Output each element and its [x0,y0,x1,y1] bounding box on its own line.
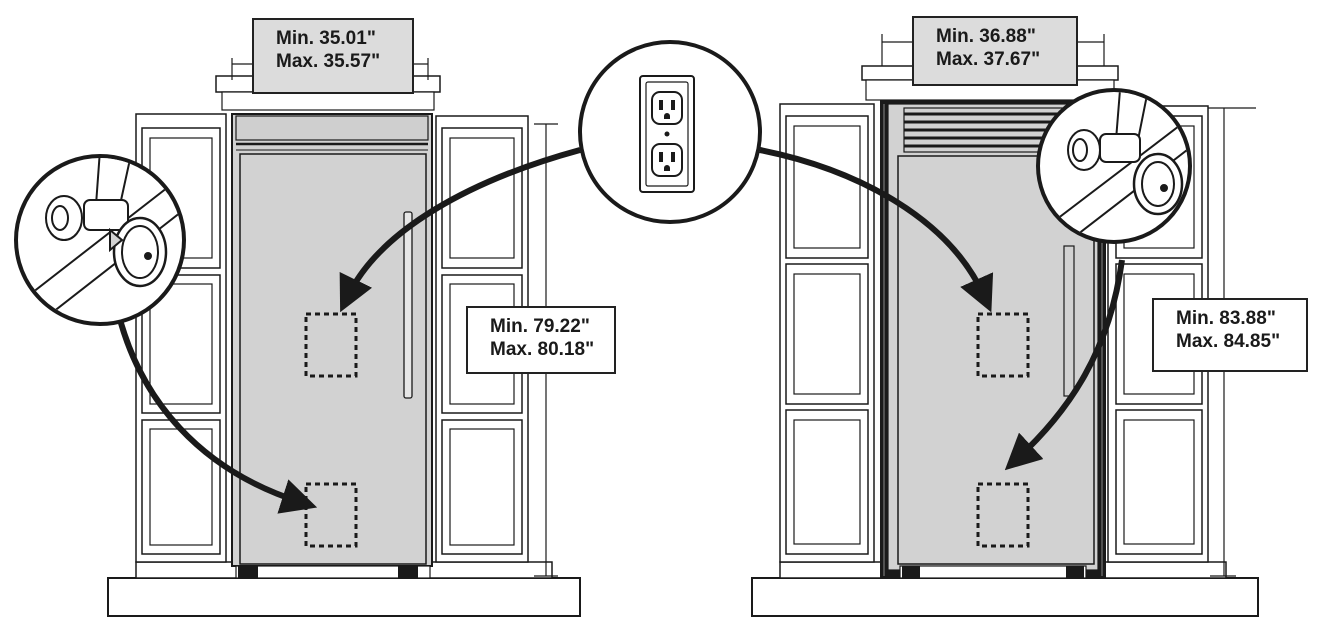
arrow-outlet-to-left-box [339,147,581,313]
water-shutoff-valve-icon-right [1036,88,1192,244]
right-cabinet-left [779,103,875,563]
electrical-outlet-icon [578,40,762,224]
left-water-location-box [304,482,358,548]
left-width-min: Min. 35.01" [276,28,376,49]
right-height-label: Min. 83.88" Max. 84.85" [1152,298,1308,372]
left-height-label: Min. 79.22" Max. 80.18" [466,306,616,374]
left-refrigerator [231,113,433,579]
callout-arrows [115,147,1125,514]
arrow-outlet-to-right-box [759,147,994,313]
water-shutoff-valve-icon [14,154,186,326]
right-width-label: Min. 36.88" Max. 37.67" [912,16,1078,86]
arrow-valve-to-left-box [115,311,318,514]
right-width-max: Max. 37.67" [936,49,1041,70]
left-door-handle [403,211,413,399]
right-outlet-location-box [976,312,1030,378]
right-water-location-box [976,482,1030,548]
arrow-valve-to-right-box [1004,259,1125,471]
right-width-min: Min. 36.88" [936,26,1036,47]
left-floor-base [107,577,581,617]
right-height-max: Max. 84.85" [1176,331,1281,352]
right-height-min: Min. 83.88" [1176,308,1276,329]
left-width-label: Min. 35.01" Max. 35.57" [252,18,414,94]
left-height-min: Min. 79.22" [490,316,590,337]
left-outlet-location-box [304,312,358,378]
left-width-max: Max. 35.57" [276,51,381,72]
left-height-max: Max. 80.18" [490,339,595,360]
right-floor-base [751,577,1259,617]
